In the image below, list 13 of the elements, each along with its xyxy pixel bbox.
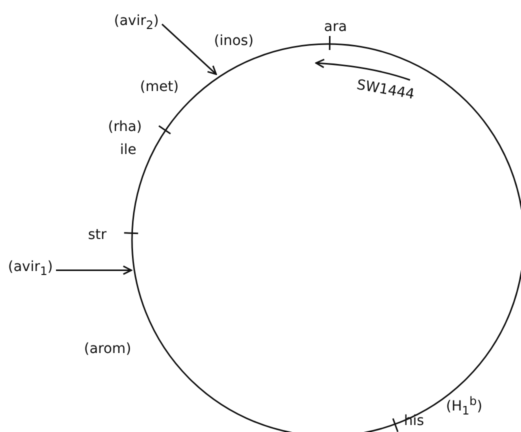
- locus-label: (H$_{1}$$^{b}$): [446, 396, 482, 418]
- locus-label: ara: [324, 20, 347, 34]
- strain-label: SW1444: [356, 78, 416, 102]
- locus-label: ile: [120, 143, 136, 157]
- locus-label: str: [88, 228, 107, 242]
- locus-label: (met): [140, 80, 179, 94]
- arrow: [162, 24, 217, 75]
- locus-label: (avir$_{1}$): [8, 260, 53, 278]
- locus-label: (arom): [84, 342, 132, 356]
- locus-label: (rha): [108, 120, 142, 134]
- arrow: [56, 265, 132, 275]
- locus-label: (avir$_{2}$): [114, 14, 159, 32]
- locus-label: (inos): [214, 34, 254, 48]
